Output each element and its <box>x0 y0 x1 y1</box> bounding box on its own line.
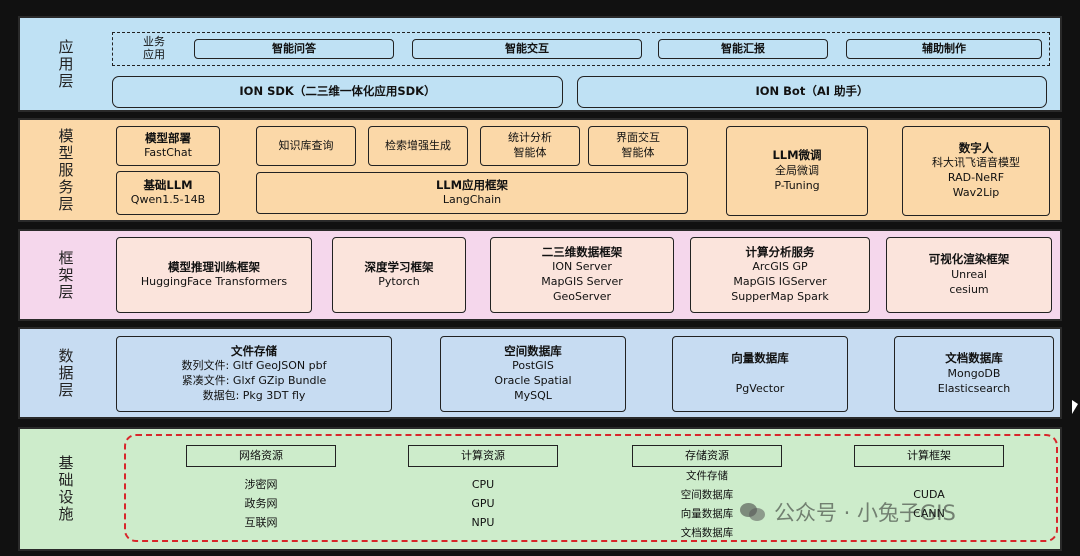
infra-item: CPU <box>471 478 495 491</box>
wechat-icon <box>740 501 766 523</box>
stat-agent-box: 统计分析智能体 <box>480 126 580 166</box>
infra-items: 文件存储 空间数据库 向量数据库 文档数据库 <box>652 467 762 543</box>
layer-label: 框架层 <box>56 249 75 301</box>
infra-item: 文档数据库 <box>680 527 734 539</box>
layer-label: 模型服务层 <box>56 127 75 213</box>
infra-items: CUDA CANN <box>874 485 984 523</box>
business-item: 智能交互 <box>412 39 642 59</box>
ion-bot-box: ION Bot（AI 助手） <box>577 76 1047 108</box>
business-item: 智能汇报 <box>658 39 828 59</box>
infra-group-title: 存储资源 <box>632 445 782 467</box>
ui-agent-box: 界面交互智能体 <box>588 126 688 166</box>
infra-item: GPU <box>471 497 495 510</box>
infra-dashed-frame <box>124 434 1058 542</box>
layer-label: 数据层 <box>56 347 75 399</box>
infra-group-title: 计算资源 <box>408 445 558 467</box>
infra-item: 涉密网 <box>244 478 278 491</box>
infra-item: NPU <box>471 516 495 529</box>
infra-group-title: 网络资源 <box>186 445 336 467</box>
infra-items: 涉密网 政务网 互联网 <box>206 475 316 532</box>
infra-item: 互联网 <box>244 516 278 529</box>
business-item: 辅助制作 <box>846 39 1042 59</box>
kb-query-box: 知识库查询 <box>256 126 356 166</box>
business-app-label: 业务 应用 <box>143 35 165 61</box>
infra-group-title: 计算框架 <box>854 445 1004 467</box>
infra-item: 政务网 <box>244 497 278 510</box>
data-box: 向量数据库 PgVector <box>672 336 848 412</box>
mouse-cursor-icon <box>1072 400 1078 414</box>
watermark: 公众号 · 小兔子GIS <box>740 497 956 527</box>
ion-sdk-box: ION SDK（二三维一体化应用SDK） <box>112 76 563 108</box>
infra-item: 空间数据库 <box>680 489 734 501</box>
infrastructure-layer: 基础设施 网络资源 涉密网 政务网 互联网 计算资源 CPU GPU NPU 存… <box>18 427 1062 551</box>
business-app-group <box>112 32 1050 66</box>
rag-box: 检索增强生成 <box>368 126 468 166</box>
infra-items: CPU GPU NPU <box>428 475 538 532</box>
infra-item: CANN <box>913 507 945 520</box>
infra-item: 向量数据库 <box>680 508 734 520</box>
layer-label: 应用层 <box>56 38 75 90</box>
application-layer: 应用层 业务 应用 智能问答 智能交互 智能汇报 辅助制作 ION SDK（二三… <box>18 16 1062 112</box>
infra-item: 文件存储 <box>686 470 728 482</box>
layer-label: 基础设施 <box>56 455 75 523</box>
infra-item: CUDA <box>913 488 945 501</box>
business-item: 智能问答 <box>194 39 394 59</box>
